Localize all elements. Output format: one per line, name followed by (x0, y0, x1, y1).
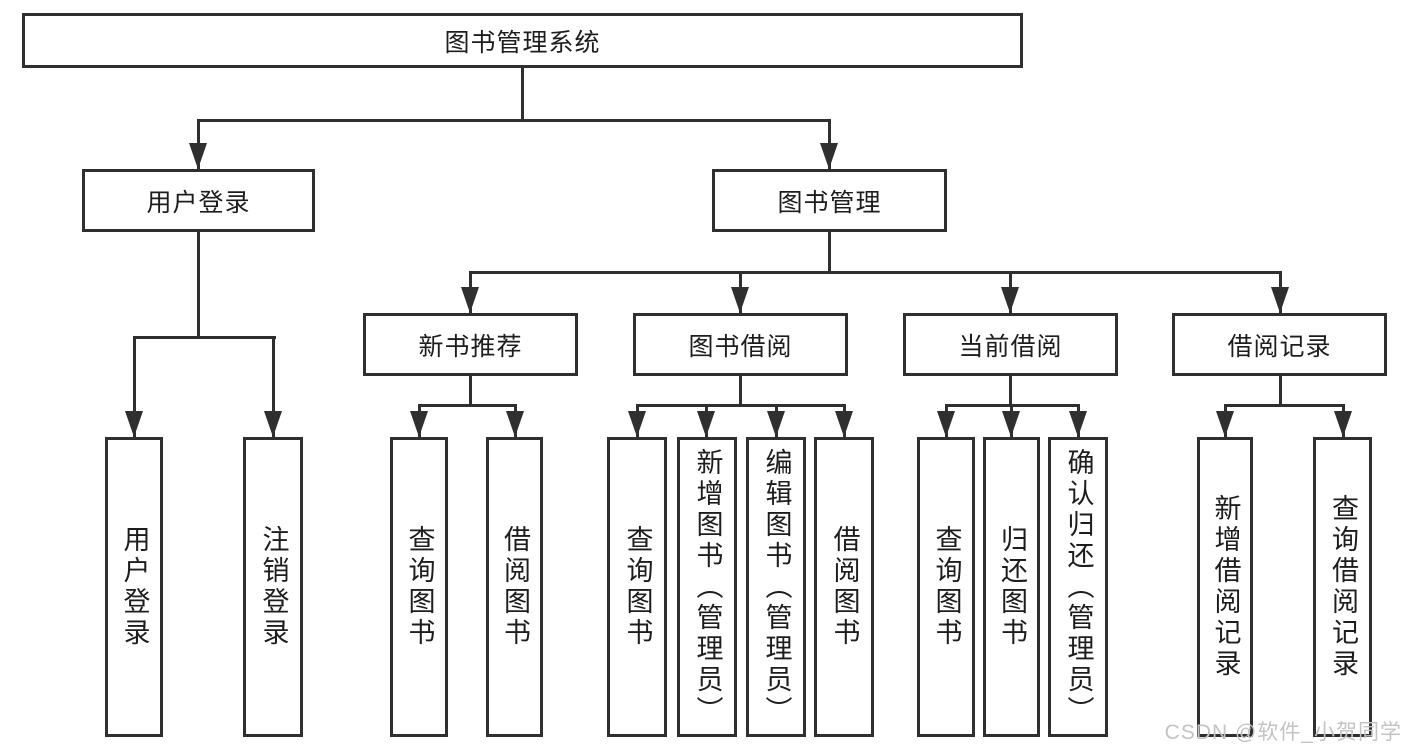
connector-line (1279, 376, 1282, 406)
connector-line (828, 232, 831, 274)
connector-line (469, 271, 1282, 274)
arrow-down-icon (461, 287, 479, 313)
arrow-down-icon (189, 143, 207, 169)
node-book-borrowing: 图书借阅 (633, 313, 848, 376)
arrow-down-icon (1001, 287, 1019, 313)
arrow-down-icon (835, 411, 853, 437)
watermark: CSDN @软件_小贺同学 (1164, 721, 1402, 744)
arrow-down-icon (1216, 411, 1234, 437)
arrow-down-icon (1069, 411, 1087, 437)
arrow-down-icon (410, 411, 428, 437)
connector-line (197, 232, 200, 338)
connector-line (521, 68, 524, 120)
leaf-borrow-books-recommend: 借阅图书 (486, 437, 543, 737)
arrow-down-icon (1334, 411, 1352, 437)
leaf-add-books-admin: 新增图书（管理员） (677, 437, 737, 737)
connector-line (272, 336, 275, 437)
arrow-down-icon (125, 411, 143, 437)
arrow-down-icon (1002, 411, 1020, 437)
arrow-down-icon (731, 287, 749, 313)
connector-line (197, 119, 831, 122)
node-new-book-recommendation: 新书推荐 (363, 313, 578, 376)
leaf-query-books-current: 查询图书 (917, 437, 975, 737)
leaf-query-books-borrowing: 查询图书 (607, 437, 667, 737)
leaf-query-borrow-record: 查询借阅记录 (1313, 437, 1372, 737)
connector-line (133, 336, 276, 339)
leaf-confirm-return-admin: 确认归还（管理员） (1048, 437, 1108, 737)
arrow-down-icon (937, 411, 955, 437)
node-user-login: 用户登录 (82, 169, 315, 232)
node-borrowing-records: 借阅记录 (1172, 313, 1387, 376)
arrow-down-icon (767, 411, 785, 437)
leaf-return-books: 归还图书 (983, 437, 1040, 737)
connector-line (133, 336, 136, 437)
connector-line (1009, 376, 1012, 406)
node-library-management-system: 图书管理系统 (22, 13, 1023, 68)
connector-line (469, 376, 472, 406)
connector-line (418, 404, 517, 407)
leaf-logout: 注销登录 (243, 437, 303, 737)
leaf-borrow-books-borrowing: 借阅图书 (814, 437, 874, 737)
arrow-down-icon (628, 411, 646, 437)
arrow-down-icon (820, 143, 838, 169)
arrow-down-icon (264, 411, 282, 437)
leaf-query-books-recommend: 查询图书 (390, 437, 448, 737)
arrow-down-icon (506, 411, 524, 437)
node-current-borrowing: 当前借阅 (903, 313, 1118, 376)
connector-line (636, 404, 846, 407)
arrow-down-icon (1271, 287, 1289, 313)
connector-line (1224, 404, 1345, 407)
leaf-add-borrow-record: 新增借阅记录 (1197, 437, 1253, 737)
connector-line (739, 376, 742, 406)
leaf-user-login: 用户登录 (105, 437, 163, 737)
node-book-management: 图书管理 (712, 169, 947, 232)
leaf-edit-books-admin: 编辑图书（管理员） (746, 437, 806, 737)
arrow-down-icon (697, 411, 715, 437)
